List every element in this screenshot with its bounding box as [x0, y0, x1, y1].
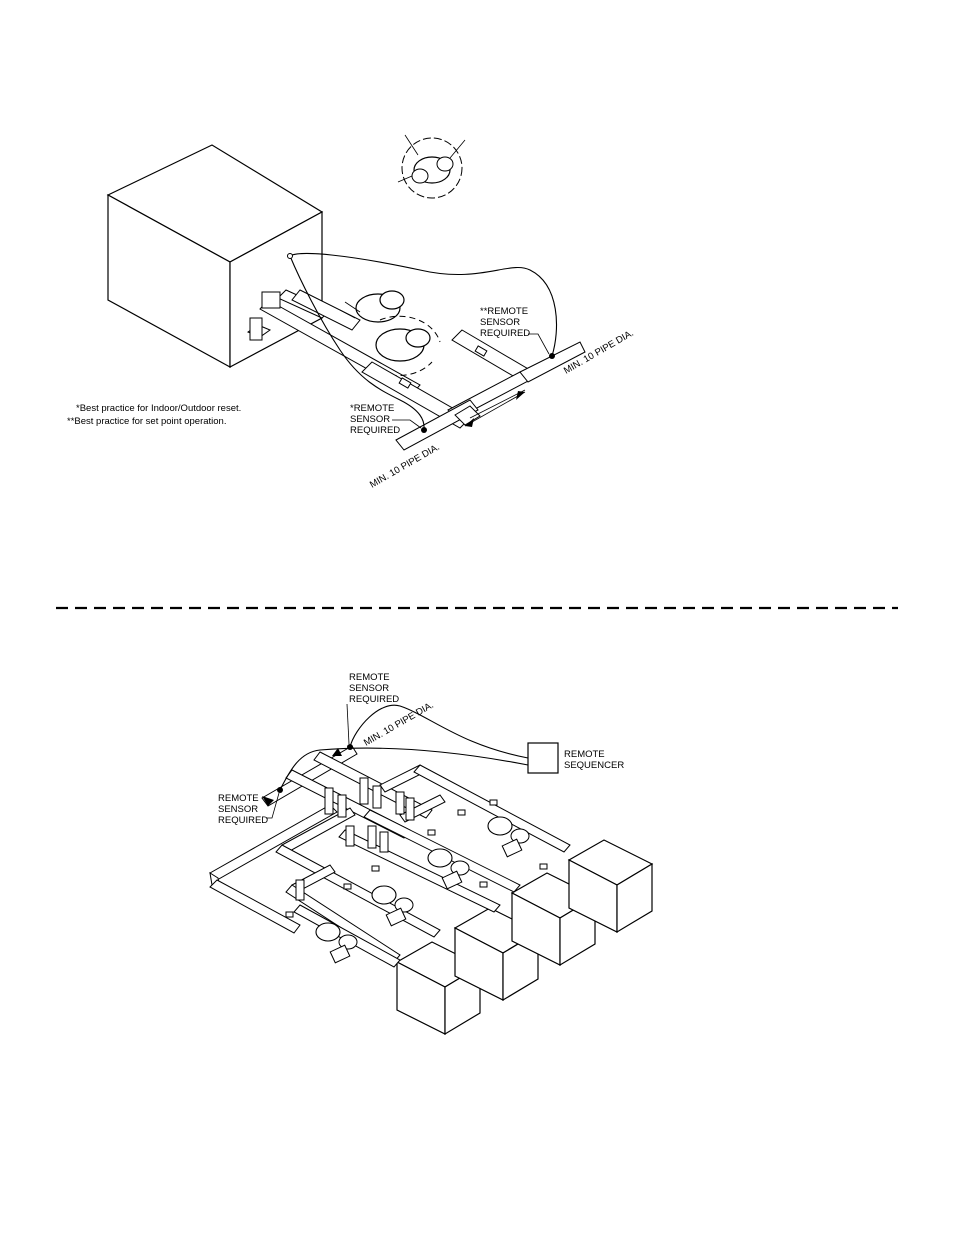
sensor-dstar-line-1: **REMOTE — [480, 306, 528, 317]
sensor-left-line-2: SENSOR — [218, 804, 258, 815]
remote-sequencer-label: REMOTE SEQUENCER — [564, 749, 624, 771]
note-indoor-outdoor: *Best practice for Indoor/Outdoor reset. — [76, 403, 241, 414]
sensor-top-line-1: REMOTE — [349, 672, 390, 683]
sensor-left-line-1: REMOTE — [218, 793, 259, 804]
sensor-top-line-3: REQUIRED — [349, 694, 399, 705]
sensor-left-line-3: REQUIRED — [218, 815, 268, 826]
sensor-star-line-1: *REMOTE — [350, 403, 394, 414]
sensor-star-line-2: SENSOR — [350, 414, 390, 425]
bottom-diagram: REMOTE SENSOR REQUIRED REMOTE SENSOR REQ… — [210, 672, 652, 1034]
sensor-star-line-3: REQUIRED — [350, 425, 400, 436]
note-set-point: **Best practice for set point operation. — [67, 416, 226, 427]
pump-detail-inset — [398, 135, 465, 198]
sequencer-line-1: REMOTE — [564, 749, 605, 760]
sequencer-line-2: SEQUENCER — [564, 760, 624, 771]
sensor-dstar-line-3: REQUIRED — [480, 328, 530, 339]
remote-sensor-star-label: *REMOTE SENSOR REQUIRED — [350, 403, 421, 436]
sensor-dstar-line-2: SENSOR — [480, 317, 520, 328]
min-pipe-dia-bottom: MIN. 10 PIPE DIA. — [362, 700, 436, 749]
sensor-top-line-2: SENSOR — [349, 683, 389, 694]
remote-sequencer-box — [528, 743, 558, 773]
top-diagram: *Best practice for Indoor/Outdoor reset.… — [67, 135, 636, 491]
